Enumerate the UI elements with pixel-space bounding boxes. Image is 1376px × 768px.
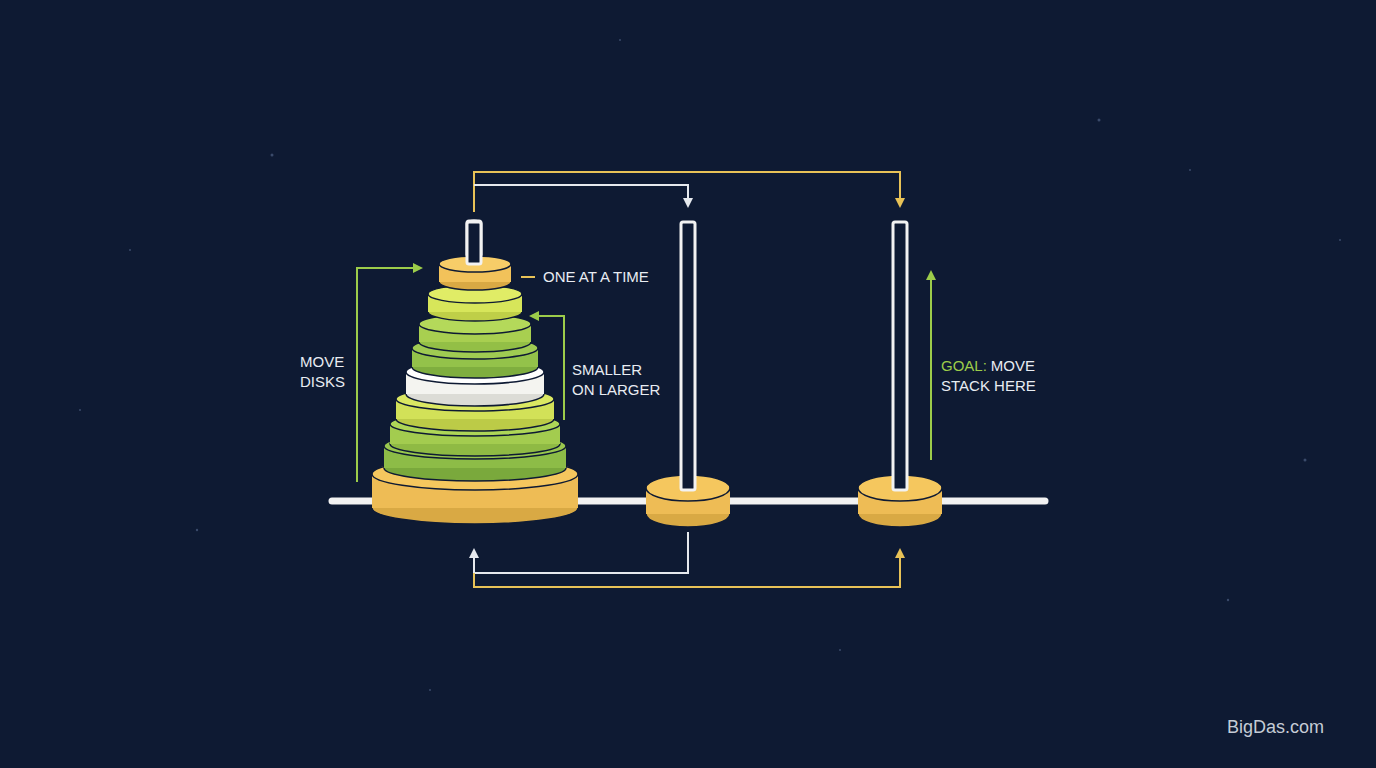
shape <box>196 529 198 531</box>
move-arrow <box>474 185 688 206</box>
shape <box>271 154 274 157</box>
shape <box>1304 459 1307 462</box>
shape <box>79 409 81 411</box>
callout-label: SMALLER ON LARGER <box>572 360 664 400</box>
callout-label: ONE AT A TIME <box>543 267 649 287</box>
goal-arrow <box>930 272 932 460</box>
shape <box>1189 169 1191 171</box>
watermark: BigDas.com <box>1227 717 1324 737</box>
leader-line <box>521 276 535 278</box>
callout-label: SMALLER ON LARGER <box>572 361 660 398</box>
shape <box>129 249 131 251</box>
callout-label: MOVE DISKS <box>300 353 345 390</box>
goal-label: GOAL: <box>941 357 987 374</box>
shape <box>1339 239 1341 241</box>
stars <box>79 39 1341 691</box>
callout-arrow <box>357 268 421 482</box>
shape <box>893 222 907 490</box>
shape <box>1227 599 1229 601</box>
peg <box>858 222 942 527</box>
watermark: BigDas.com <box>1227 717 1324 737</box>
return-arrow <box>474 532 688 573</box>
callout-arrow <box>531 316 564 420</box>
peg <box>646 222 730 527</box>
shape <box>1098 119 1101 122</box>
shape <box>619 39 621 41</box>
shape <box>681 222 695 490</box>
peg-rod <box>467 222 481 264</box>
move-arrow <box>474 172 900 212</box>
shape <box>429 689 431 691</box>
callout-label: MOVE DISKS <box>300 352 362 392</box>
goal-label: GOAL:MOVE STACK HERE <box>941 356 1045 396</box>
callout-label: ONE AT A TIME <box>543 268 649 285</box>
move-arrow <box>474 550 900 587</box>
shape <box>839 649 841 651</box>
